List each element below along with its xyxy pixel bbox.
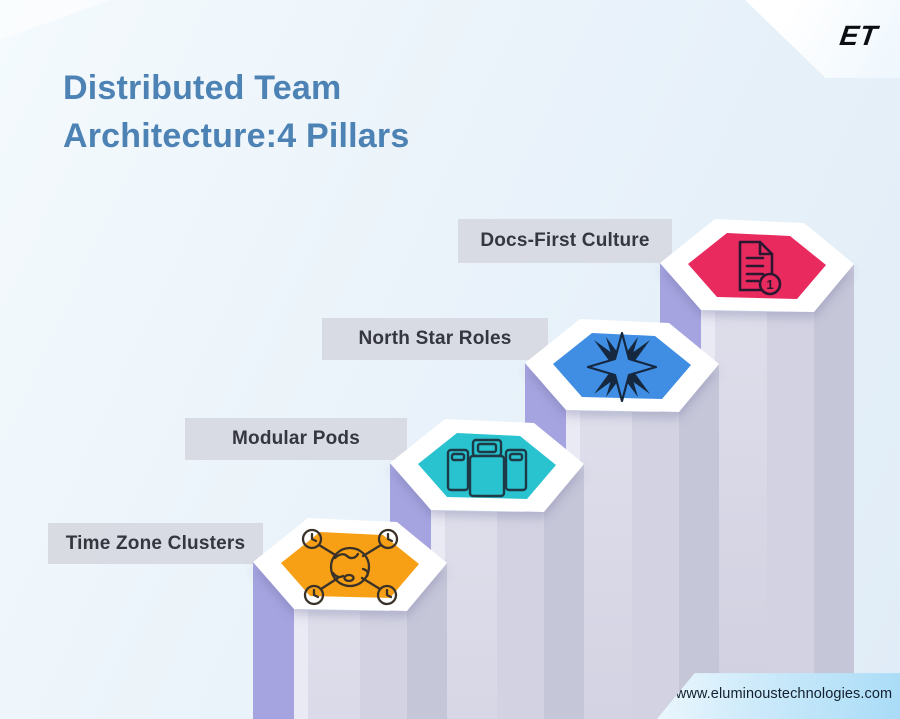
pillar-front-2 [360,611,407,719]
pillar-side-right [544,464,584,719]
modular-pods-icon [446,438,528,498]
company-logo: ET [838,20,881,51]
pillar-side-right [814,264,854,719]
pillar-front-2 [767,312,814,719]
page-title: Distributed Team Architecture:4 Pillars [63,64,409,160]
pillar-front-2 [632,412,679,719]
north-star-icon [586,331,658,403]
footer-ribbon: www.eluminoustechnologies.com [656,673,900,719]
pillar-front [308,610,360,719]
label-time-zone-clusters: Time Zone Clusters [48,523,263,564]
pillar-front-2 [497,512,544,719]
pillar-front [715,311,767,719]
pillar-side-right [679,364,719,719]
docs-first-icon: 1 [738,240,782,296]
pillar-highlight [294,609,308,719]
label-modular-pods: Modular Pods [185,418,407,460]
pillar-front [580,411,632,719]
pillar-time-zone-clusters [253,518,447,719]
label-north-star-roles: North Star Roles [322,318,548,360]
docs-first-badge: 1 [766,277,773,292]
time-zone-clusters-icon [301,528,399,606]
page-title-line1: Distributed Team [63,69,342,107]
website-url: www.eluminoustechnologies.com [675,685,893,702]
pillar-front [445,511,497,719]
page-title-line2: Architecture:4 Pillars [63,117,410,155]
label-docs-first-culture: Docs-First Culture [458,219,672,263]
